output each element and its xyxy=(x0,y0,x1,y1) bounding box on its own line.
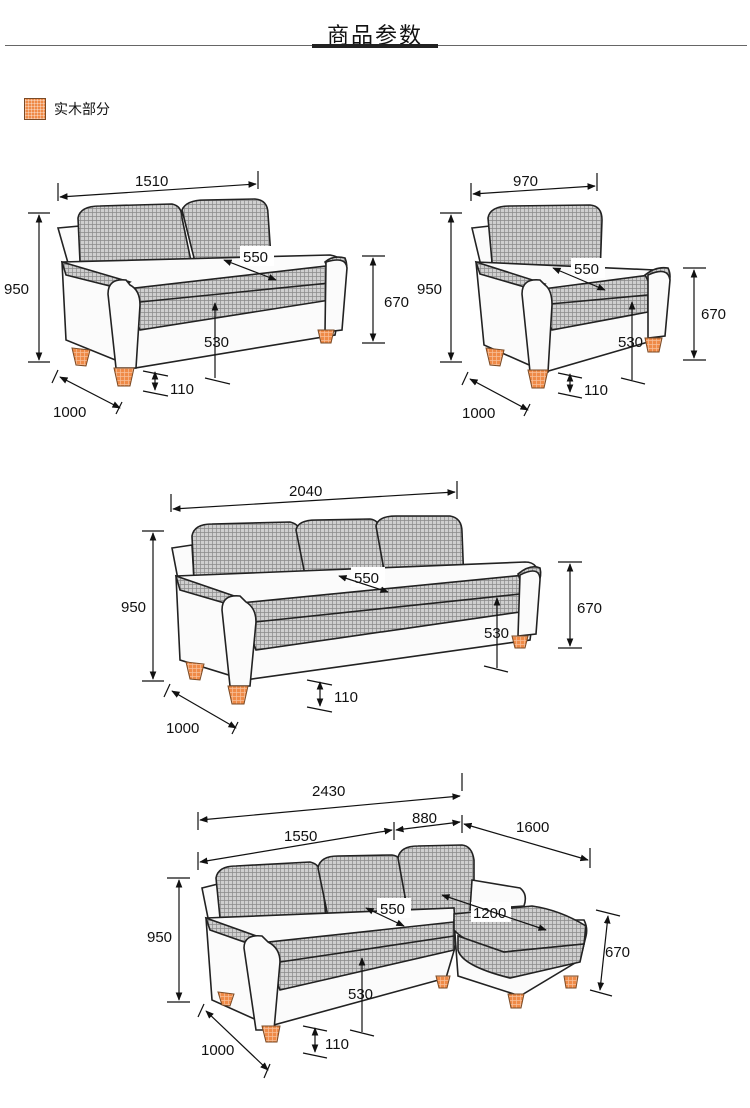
sectional-chaise-offset-label: 880 xyxy=(412,810,437,827)
armchair-seat-height-label: 530 xyxy=(618,334,643,351)
sectional-total-width-label: 2430 xyxy=(312,783,345,800)
loveseat-arm-height-label: 670 xyxy=(384,294,409,311)
sofa-armchair: 970 950 670 1000 550 530 110 xyxy=(417,173,726,422)
legend-label: 实木部分 xyxy=(54,102,110,118)
sofa-sectional: 2430 1550 880 1600 950 670 1000 550 1200… xyxy=(147,773,630,1079)
armchair-width-label: 970 xyxy=(513,173,538,190)
loveseat-seat-height-label: 530 xyxy=(204,334,229,351)
three-seater-arm-height-label: 670 xyxy=(577,600,602,617)
loveseat-depth-label: 1000 xyxy=(53,404,86,421)
sectional-chaise-depth-label: 1200 xyxy=(473,905,506,922)
three-seater-seat-depth-label: 550 xyxy=(354,570,379,587)
sectional-leg-height-label: 110 xyxy=(325,1036,349,1053)
sectional-arm-height-label: 670 xyxy=(605,944,630,961)
legend: 实木部分 xyxy=(24,98,110,120)
three-seater-width-label: 2040 xyxy=(289,483,322,500)
sofa-loveseat: 1510 950 670 1000 550 530 110 xyxy=(4,171,409,421)
three-seater-leg-height-label: 110 xyxy=(334,689,358,706)
three-seater-depth-label: 1000 xyxy=(166,720,199,737)
sofa-armchair-drawing xyxy=(471,204,671,389)
armchair-arm-height-label: 670 xyxy=(701,306,726,323)
solid-wood-swatch-icon xyxy=(24,98,46,120)
loveseat-seat-depth-label: 550 xyxy=(243,249,268,266)
sectional-seat-height-label: 530 xyxy=(348,986,373,1003)
sofa-three-seater: 2040 950 670 1000 550 530 110 xyxy=(121,481,602,737)
sectional-height-label: 950 xyxy=(147,929,172,946)
sectional-seat-depth-label: 550 xyxy=(380,901,405,918)
sectional-main-width-label: 1550 xyxy=(284,828,317,845)
loveseat-height-label: 950 xyxy=(4,281,29,298)
armchair-height-label: 950 xyxy=(417,281,442,298)
loveseat-width-label: 1510 xyxy=(135,173,168,190)
sectional-chaise-length-label: 1600 xyxy=(516,819,549,836)
armchair-depth-label: 1000 xyxy=(462,405,495,422)
sectional-depth-label: 1000 xyxy=(201,1042,234,1059)
armchair-leg-height-label: 110 xyxy=(584,382,608,399)
armchair-seat-depth-label: 550 xyxy=(574,261,599,278)
three-seater-height-label: 950 xyxy=(121,599,146,616)
three-seater-seat-height-label: 530 xyxy=(484,625,509,642)
sofa-sectional-drawing xyxy=(201,844,588,1043)
sofa-loveseat-drawing xyxy=(56,198,348,387)
loveseat-leg-height-label: 110 xyxy=(170,381,194,398)
header-accent-bar xyxy=(312,44,438,48)
sofa-three-seater-drawing xyxy=(171,515,542,705)
